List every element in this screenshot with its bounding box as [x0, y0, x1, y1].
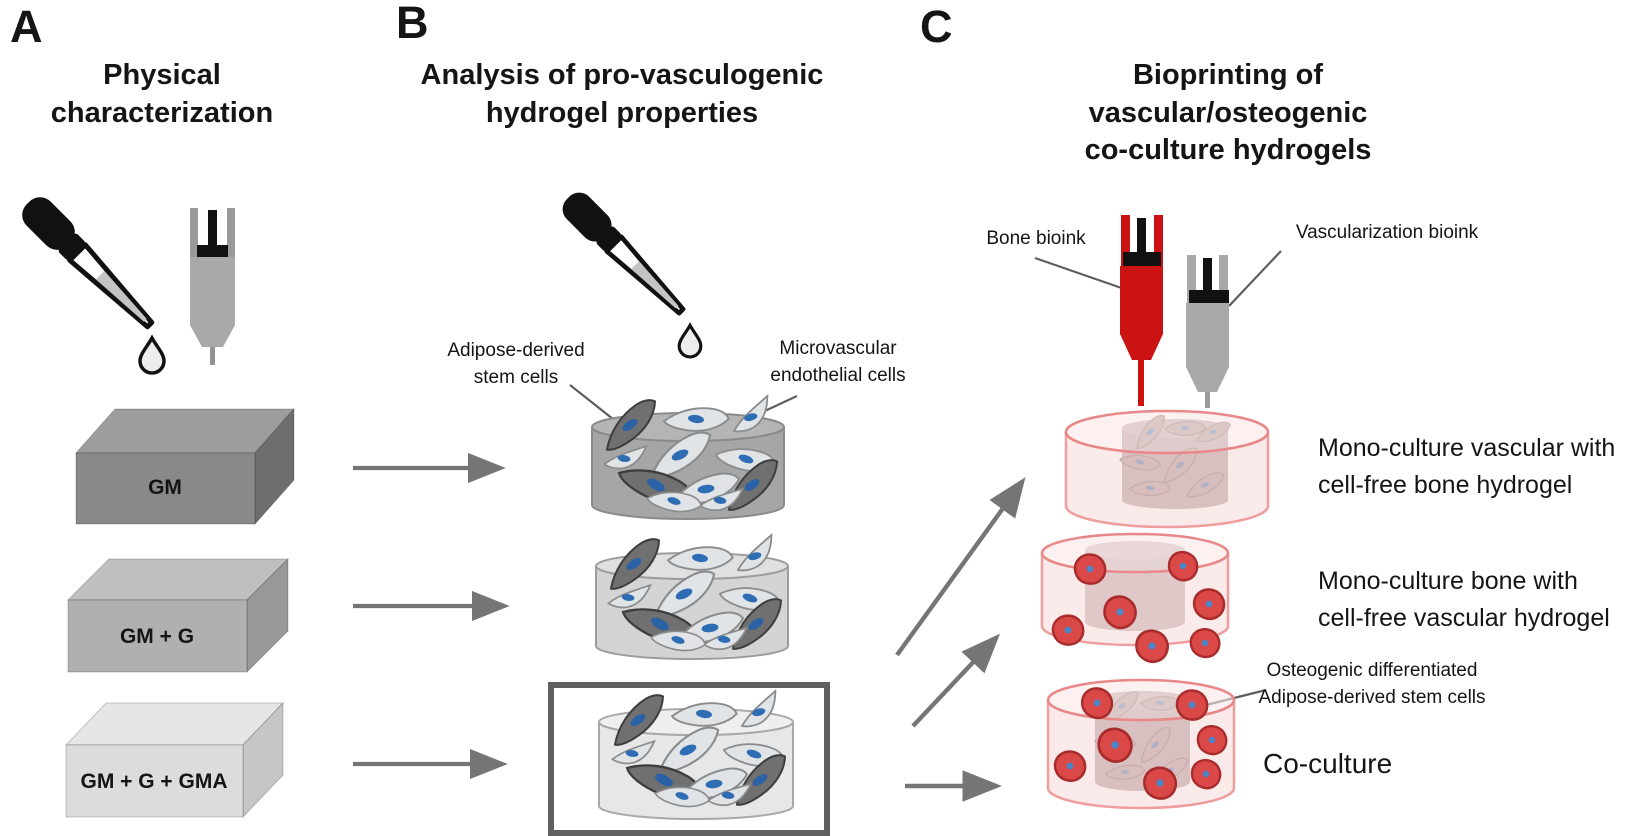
- vascularization-bioink-label: Vascularization bioink: [1295, 222, 1479, 243]
- bone-bioink-syringe-icon: [1120, 215, 1163, 406]
- hydrogel-cylinder-dark: [591, 395, 787, 519]
- panel-b-letter: B: [396, 0, 429, 48]
- adipose-stem-cells-label: Adipose-derived stem cells: [447, 340, 585, 388]
- arrows-b-to-c: [895, 477, 1026, 802]
- panel-c-title: Bioprinting of vascular/osteogenic co-cu…: [1084, 59, 1372, 167]
- osteogenic-cells-label: Osteogenic differentiated Adipose-derive…: [1258, 660, 1486, 708]
- vascularization-syringe-icon: [1186, 255, 1229, 408]
- gm-block: [74, 407, 296, 526]
- highlight-box: [548, 682, 830, 836]
- panel-a-letter: A: [10, 1, 43, 52]
- condition-mono-bone-label: Mono-culture bone with cell-free vascula…: [1318, 567, 1610, 632]
- construct-mono-vascular: [1064, 409, 1270, 529]
- gm-g-block-label: GM + G: [119, 625, 195, 648]
- condition-mono-vascular-label: Mono-culture vascular with cell-free bon…: [1318, 434, 1616, 499]
- construct-mono-bone: [1040, 532, 1230, 666]
- gm-g-gma-block: [64, 701, 285, 819]
- condition-co-culture-label: Co-culture: [1263, 748, 1393, 779]
- panel-c-letter: C: [920, 1, 953, 52]
- microvascular-endothelial-label: Microvascular endothelial cells: [770, 338, 906, 386]
- arrows-a-to-b: [353, 452, 510, 780]
- pipette-icon: [16, 191, 166, 375]
- panel-b-title: Analysis of pro-vasculogenic hydrogel pr…: [420, 59, 824, 129]
- panel-a-title: Physical characterization: [50, 59, 274, 129]
- syringe-icon: [190, 208, 235, 365]
- pipette-icon-b: [557, 187, 703, 359]
- bioink-label-leaders: [1034, 250, 1282, 307]
- hydrogel-cylinder-medium: [595, 534, 791, 660]
- construct-co-culture: [1046, 678, 1236, 810]
- gm-g-block: [66, 557, 290, 674]
- gm-g-gma-block-label: GM + G + GMA: [80, 770, 228, 793]
- hydrogel-cylinder-light: [598, 690, 795, 820]
- bone-bioink-label: Bone bioink: [986, 228, 1086, 249]
- gm-block-label: GM: [148, 476, 182, 499]
